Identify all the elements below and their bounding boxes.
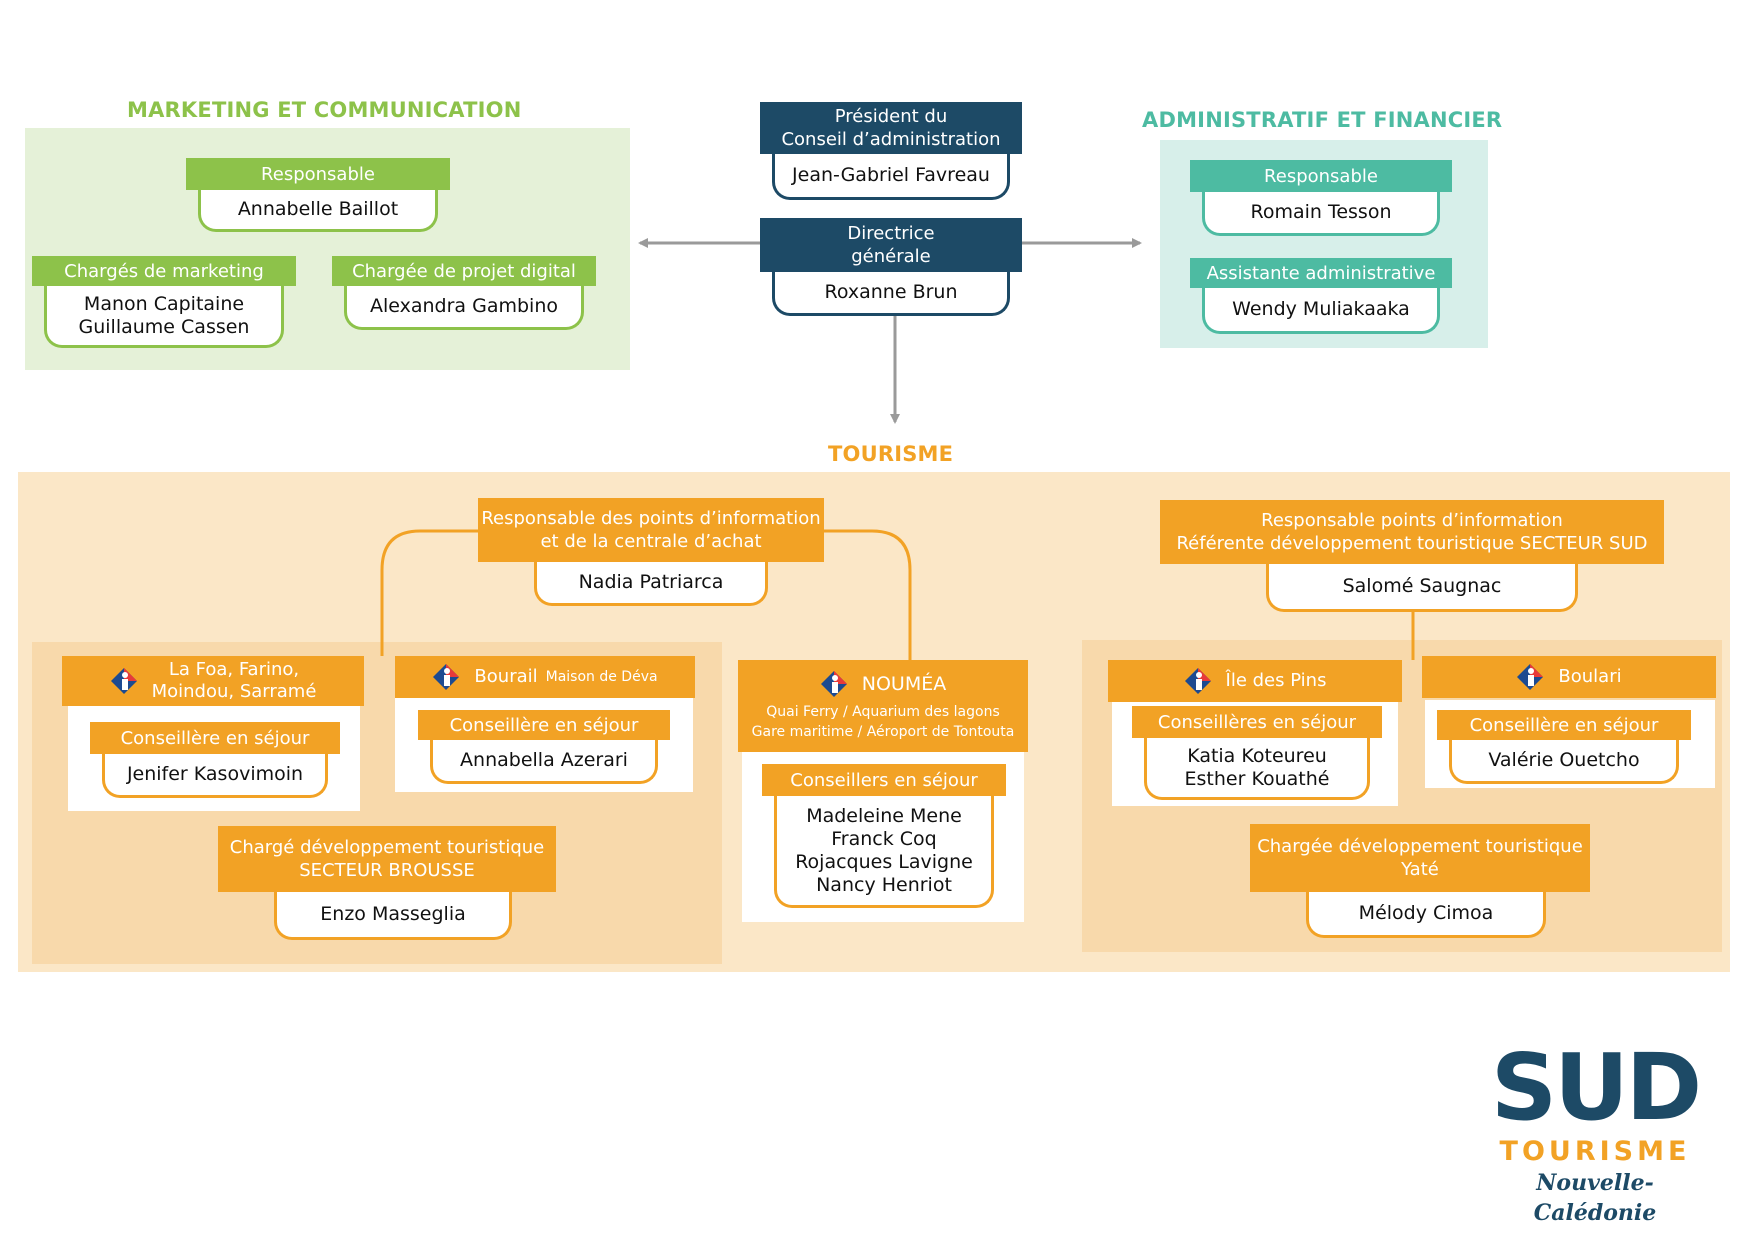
brousse-title-line2: SECTEUR BROUSSE	[299, 860, 475, 881]
brousse-name: Enzo Masseglia	[320, 903, 466, 925]
assistante-title: Assistante administrative	[1206, 262, 1436, 284]
sud-tourisme-logo: SUD TOURISME Nouvelle-Calédonie	[1490, 1034, 1702, 1227]
bourail-role: Conseillère en séjour	[449, 714, 639, 736]
directrice-title-line1: Directrice	[847, 223, 935, 244]
resp-sud-title-line1: Responsable points d’information	[1261, 510, 1563, 531]
noumea-role: Conseillers en séjour	[790, 769, 978, 791]
info-point-icon	[1516, 663, 1544, 691]
info-point-icon	[110, 667, 138, 695]
bourail-location: Bourail	[474, 666, 538, 687]
noumea-location: NOUMÉA	[861, 673, 947, 695]
resp-points-card: Responsable des points d’information et …	[478, 498, 824, 606]
resp-points-name: Nadia Patriarca	[578, 571, 724, 593]
assistante-name: Wendy Muliakaaka	[1232, 298, 1410, 320]
logo-sud: SUD	[1490, 1034, 1702, 1141]
admin-section-title: ADMINISTRATIF ET FINANCIER	[1142, 108, 1503, 132]
ilepins-card: Conseillères en séjour Katia Koteureu Es…	[1132, 706, 1382, 800]
bourail-card: Conseillère en séjour Annabella Azerari	[418, 710, 670, 784]
resp-points-title-line1: Responsable des points d’information	[481, 508, 821, 529]
boulari-role: Conseillère en séjour	[1469, 714, 1659, 736]
boulari-card: Conseillère en séjour Valérie Ouetcho	[1437, 710, 1691, 784]
noumea-location-bar: NOUMÉA Quai Ferry / Aquarium des lagons …	[738, 660, 1028, 752]
noumea-name-1: Madeleine Mene	[806, 804, 962, 827]
ilepins-location: Île des Pins	[1225, 670, 1327, 691]
marketing-responsable-name: Annabelle Baillot	[237, 198, 399, 220]
president-title-line2: Conseil d’administration	[781, 129, 1001, 150]
charges-marketing-card: Chargés de marketing Manon Capitaine Gui…	[32, 256, 296, 348]
charges-marketing-name-2: Guillaume Cassen	[78, 315, 250, 338]
president-card: Président du Conseil d’administration Je…	[760, 102, 1022, 200]
tourisme-section-title: TOURISME	[828, 442, 954, 466]
president-name: Jean-Gabriel Favreau	[792, 164, 990, 186]
projet-digital-card: Chargée de projet digital Alexandra Gamb…	[332, 256, 596, 330]
noumea-card: Conseillers en séjour Madeleine Mene Fra…	[762, 764, 1006, 908]
resp-points-title-line2: et de la centrale d’achat	[540, 531, 762, 552]
boulari-location-bar: Boulari	[1422, 656, 1716, 698]
noumea-name-3: Rojacques Lavigne	[795, 850, 973, 873]
boulari-name: Valérie Ouetcho	[1488, 749, 1640, 771]
bourail-location-sub: Maison de Déva	[545, 669, 658, 685]
yate-title-line2: Yaté	[1401, 859, 1439, 880]
resp-sud-card: Responsable points d’information Référen…	[1160, 500, 1664, 612]
admin-responsable-card: Responsable Romain Tesson	[1190, 160, 1452, 236]
noumea-site-2: Gare maritime / Aéroport de Tontouta	[751, 724, 1015, 740]
bourail-location-bar: Bourail Maison de Déva	[395, 656, 695, 698]
marketing-responsable-title: Responsable	[261, 163, 375, 185]
projet-digital-title: Chargée de projet digital	[352, 260, 576, 282]
lafoa-name: Jenifer Kasovimoin	[126, 763, 304, 785]
president-title-line1: Président du	[834, 106, 948, 127]
charges-marketing-name-1: Manon Capitaine	[83, 292, 245, 315]
admin-responsable-title: Responsable	[1264, 165, 1378, 187]
connector-noumea	[820, 529, 912, 660]
directrice-name: Roxanne Brun	[824, 281, 958, 303]
brousse-card: Chargé développement touristique SECTEUR…	[218, 826, 556, 940]
noumea-name-2: Franck Coq	[831, 827, 937, 850]
lafoa-card: Conseillère en séjour Jenifer Kasovimoin	[90, 722, 340, 798]
marketing-section-title: MARKETING ET COMMUNICATION	[127, 98, 522, 122]
resp-sud-title-line2: Référente développement touristique SECT…	[1176, 533, 1648, 554]
noumea-name-4: Nancy Henriot	[816, 873, 952, 896]
logo-tourisme: TOURISME	[1499, 1136, 1691, 1167]
charges-marketing-title: Chargés de marketing	[64, 260, 264, 282]
marketing-responsable-card: Responsable Annabelle Baillot	[186, 158, 450, 232]
info-point-icon	[1184, 667, 1212, 695]
bourail-name: Annabella Azerari	[460, 749, 628, 771]
yate-title-line1: Chargée développement touristique	[1257, 836, 1583, 857]
assistante-card: Assistante administrative Wendy Muliakaa…	[1190, 258, 1452, 334]
admin-responsable-name: Romain Tesson	[1250, 201, 1392, 223]
yate-card: Chargée développement touristique Yaté M…	[1250, 824, 1590, 938]
yate-name: Mélody Cimoa	[1358, 902, 1494, 924]
brousse-title-line1: Chargé développement touristique	[229, 837, 545, 858]
lafoa-location-bar: La Foa, Farino, Moindou, Sarramé	[62, 656, 364, 706]
logo-nouvelle-caledonie: Nouvelle-Calédonie	[1533, 1170, 1657, 1226]
info-point-icon	[820, 670, 848, 698]
ilepins-name-2: Esther Kouathé	[1184, 767, 1330, 790]
lafoa-location-line2: Moindou, Sarramé	[151, 681, 317, 702]
info-point-icon	[432, 663, 460, 691]
projet-digital-name: Alexandra Gambino	[370, 295, 558, 317]
directrice-title-line2: générale	[851, 246, 931, 267]
lafoa-role: Conseillère en séjour	[120, 727, 310, 749]
noumea-site-1: Quai Ferry / Aquarium des lagons	[766, 704, 1000, 720]
boulari-location: Boulari	[1558, 666, 1622, 687]
ilepins-role: Conseillères en séjour	[1157, 711, 1357, 733]
connector-lafoa	[380, 529, 480, 656]
lafoa-location-line1: La Foa, Farino,	[168, 659, 300, 680]
resp-sud-name: Salomé Saugnac	[1342, 575, 1502, 597]
ilepins-name-1: Katia Koteureu	[1187, 744, 1327, 767]
directrice-card: Directrice générale Roxanne Brun	[760, 218, 1022, 316]
ilepins-location-bar: Île des Pins	[1108, 660, 1402, 702]
